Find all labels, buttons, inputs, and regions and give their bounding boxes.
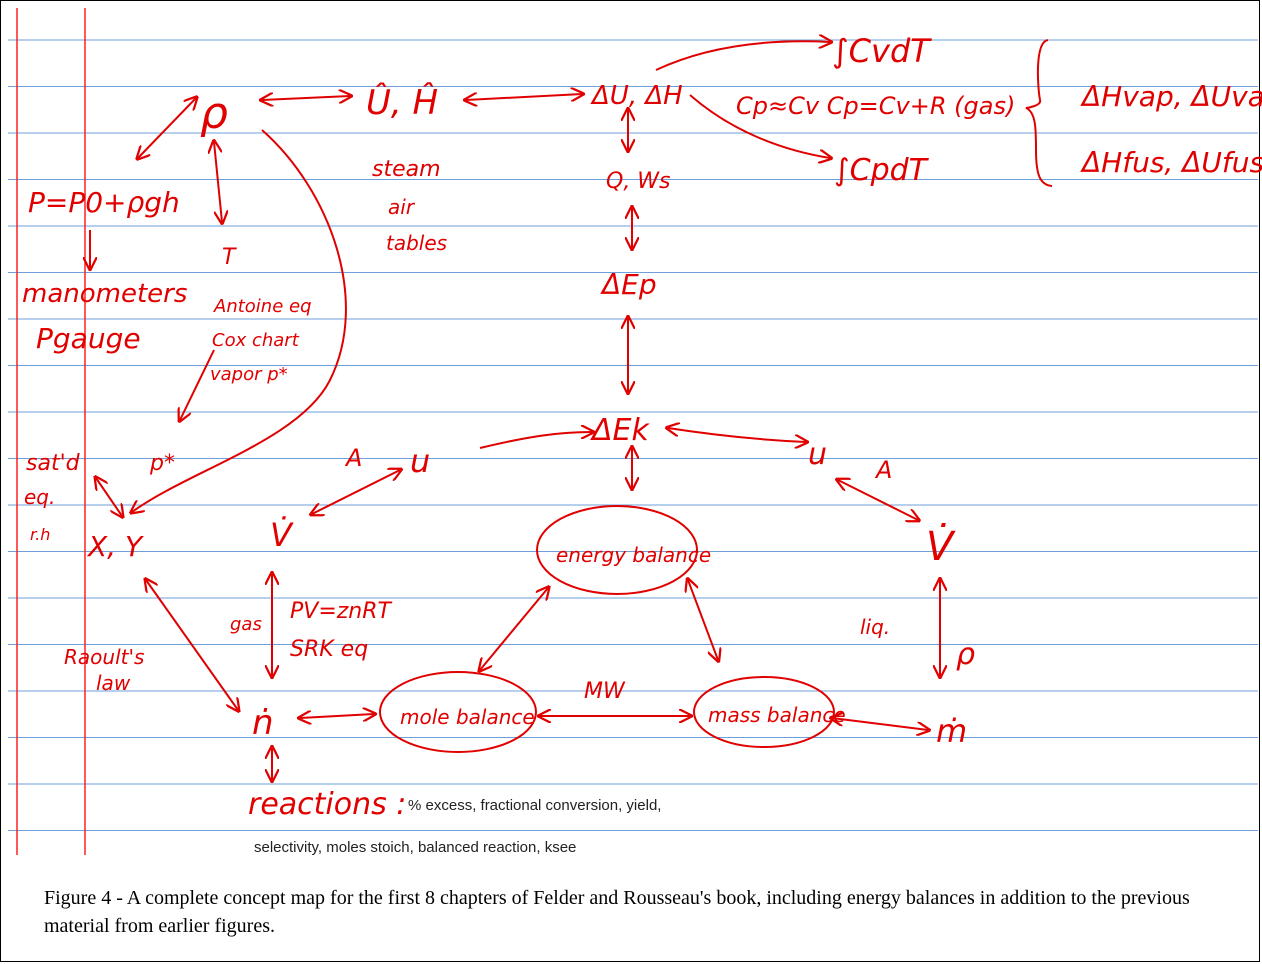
node-int-cv: ∫CvdT — [832, 32, 932, 70]
node-satd: sat'd — [26, 451, 81, 476]
balance-circles — [379, 505, 835, 753]
node-latent-2: ΔHfus, ΔUfus — [1080, 146, 1262, 179]
node-gas: gas — [230, 614, 262, 635]
node-dek: ΔEk — [590, 413, 650, 448]
mole-balance-circle — [379, 671, 537, 753]
node-antoine-2: Cox chart — [212, 330, 300, 351]
node-energy-balance: energy balance — [556, 543, 711, 567]
node-manometers: manometers — [22, 279, 187, 309]
node-vdot-mid: V̇ — [270, 516, 294, 554]
arrow-rho-uh — [262, 96, 350, 100]
mass-balance-circle — [693, 676, 835, 748]
arrow-dek-u2 — [668, 428, 806, 442]
node-p-eq: P=P0+ρgh — [28, 186, 180, 219]
node-rho: ρ — [200, 88, 228, 139]
node-dep: ΔEp — [600, 268, 657, 301]
node-rh: r.h — [30, 525, 50, 544]
node-liq: liq. — [860, 615, 890, 639]
node-ndot: ṅ — [252, 703, 274, 743]
node-xy: X, Y — [86, 530, 144, 563]
node-mass-balance: mass balance — [708, 703, 846, 727]
node-eq: eq. — [24, 485, 55, 509]
arrow-du-cv — [655, 41, 830, 71]
node-q-ws: Q, Ws — [606, 169, 671, 194]
node-a-left: A — [344, 444, 362, 472]
arrow-antoine-pstar — [180, 349, 215, 420]
arrow-mass-m — [832, 718, 928, 730]
arrow-xy-n — [146, 580, 238, 710]
node-antoine-3: vapor p* — [210, 364, 288, 385]
node-srk: SRK eq — [290, 637, 368, 662]
node-u-right: u — [808, 437, 827, 472]
node-air: air — [388, 195, 416, 219]
brace-right — [1022, 39, 1053, 187]
node-law: law — [96, 671, 131, 695]
arrow-energy-mass — [688, 580, 718, 660]
reactions-list-line-1: % excess, fractional conversion, yield, — [408, 797, 661, 814]
node-latent-1: ΔHvap, ΔUvap — [1080, 80, 1262, 113]
arrow-u-v — [312, 470, 400, 514]
arrow-du-cp — [689, 94, 830, 158]
node-vdot-right: V̇ — [926, 523, 956, 570]
node-rho-2: ρ — [956, 637, 975, 672]
arrow-uh-du — [466, 94, 582, 100]
arrow-satd-xy — [96, 478, 122, 516]
arrow-rho-t — [214, 142, 222, 222]
arrow-n-mole — [300, 714, 374, 718]
node-cp-relations: Cp≈Cv Cp=Cv+R (gas) — [736, 92, 1015, 120]
node-mw: MW — [584, 679, 626, 704]
handwritten-labels: ρ Û, Ĥ ΔU, ΔH ∫CvdT ∫CpdT Cp≈Cv Cp=Cv+R … — [22, 32, 1262, 822]
node-t: T — [222, 245, 237, 270]
node-u-h-hat: Û, Ĥ — [366, 82, 438, 123]
node-a-right: A — [874, 456, 892, 484]
energy-balance-circle — [536, 505, 698, 595]
node-pgauge: Pgauge — [36, 322, 141, 355]
node-raoult: Raoult's — [64, 645, 144, 669]
node-mole-balance: mole balance — [400, 705, 535, 729]
node-mdot: ṁ — [936, 712, 967, 750]
connectors — [90, 39, 1053, 780]
arrow-rho-xy-curve — [132, 129, 347, 512]
arrow-u2-v2 — [838, 480, 918, 520]
node-pv: PV=znRT — [290, 599, 393, 624]
node-antoine-1: Antoine eq — [213, 296, 312, 317]
node-steam: steam — [372, 157, 441, 182]
arrow-rho-p — [138, 98, 196, 158]
node-int-cp: ∫CpdT — [834, 153, 930, 188]
node-tables: tables — [386, 231, 447, 255]
node-du-dh: ΔU, ΔH — [590, 81, 683, 111]
figure-caption: Figure 4 - A complete concept map for th… — [44, 887, 1190, 937]
reactions-list-line-2: selectivity, moles stoich, balanced reac… — [254, 839, 576, 856]
arrow-u-dek — [479, 432, 592, 449]
arrow-energy-mole — [480, 588, 548, 670]
node-reactions: reactions : — [248, 787, 406, 822]
node-u-mid: u — [410, 442, 430, 480]
node-pstar: p* — [149, 451, 175, 476]
